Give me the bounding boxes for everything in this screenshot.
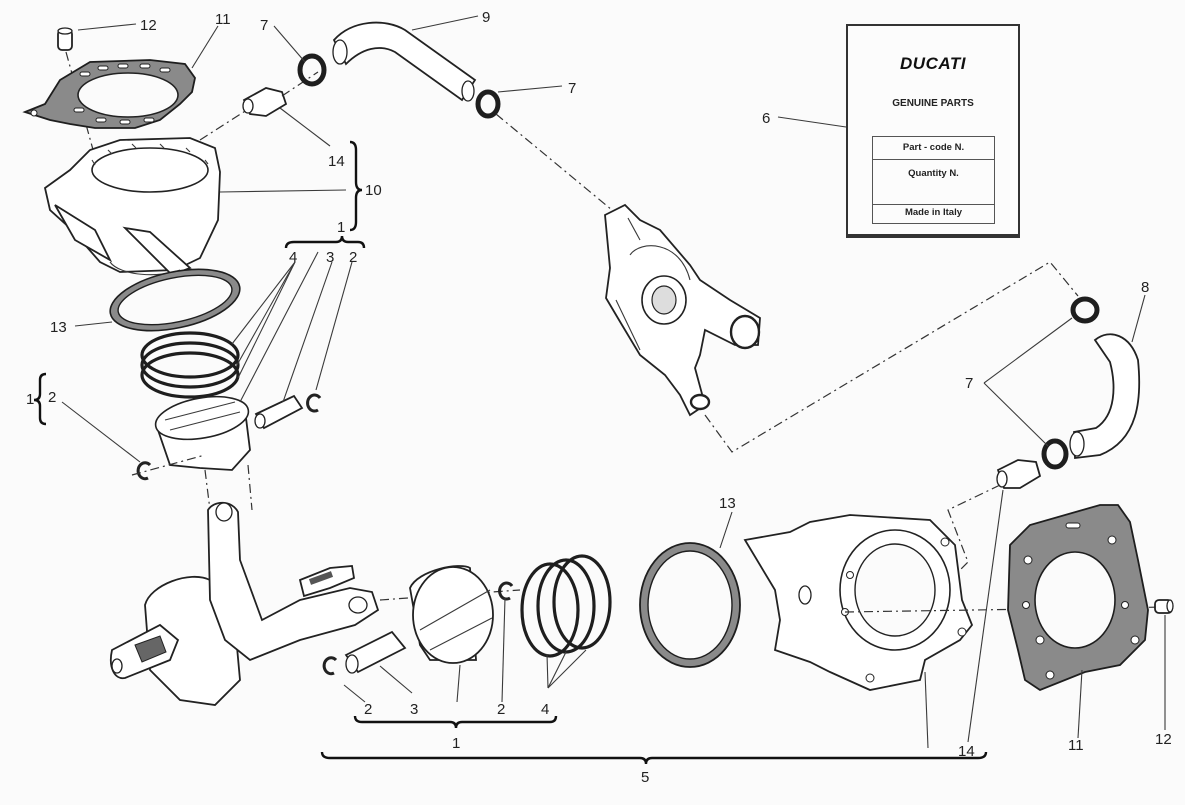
tag-field-origin: Made in Italy [904, 207, 962, 218]
water-pump [604, 203, 761, 417]
coolant-hose-9 [332, 21, 477, 102]
hose-clamp-right-top [1070, 296, 1100, 324]
callout-1-top: 1 [337, 219, 345, 236]
callout-4-bottom: 4 [541, 701, 549, 718]
piston-bottom [409, 565, 494, 664]
base-gasket-top [109, 268, 241, 332]
cylinder-bottom [743, 514, 974, 691]
circlip-bottom-left [322, 656, 338, 676]
tag-field-part-code: Part - code N. [873, 137, 994, 160]
callout-6: 6 [762, 110, 770, 127]
coolant-hose-8 [1069, 333, 1141, 460]
callout-11-bottom: 11 [1068, 737, 1084, 754]
circlip-top-left [136, 461, 152, 481]
callout-12-bottom: 12 [1155, 731, 1172, 748]
callout-11-top: 11 [215, 11, 231, 28]
circlip-top-right [306, 393, 322, 413]
callout-12-top: 12 [140, 17, 157, 34]
callout-7-top-right: 7 [568, 80, 576, 97]
callout-14-top: 14 [328, 153, 345, 170]
dowel-pin-top [57, 27, 73, 51]
callout-8: 8 [1141, 279, 1149, 296]
callout-1-bottom-group: 1 [452, 735, 460, 752]
brace-1-left [33, 372, 47, 426]
hose-clamp-right-bottom [1041, 438, 1069, 470]
callout-4-top: 4 [289, 249, 297, 266]
piston-pin-bottom [344, 630, 407, 674]
circlip-bottom-right [498, 581, 514, 601]
callout-7-top-left: 7 [260, 17, 268, 34]
callout-2-bottom-left: 2 [364, 701, 372, 718]
callout-14-bottom: 14 [958, 743, 975, 760]
callout-2-bottom-right: 2 [497, 701, 505, 718]
crankshaft-and-rods [110, 501, 380, 706]
tag-field-quantity: Quantity N. [873, 161, 994, 205]
callout-3-bottom: 3 [410, 701, 418, 718]
fitting-top [242, 87, 288, 117]
callout-1-left: 1 [26, 391, 34, 408]
brace-10 [349, 140, 363, 232]
base-gasket-bottom [639, 542, 741, 668]
callout-9: 9 [482, 9, 490, 26]
piston-top [154, 395, 251, 471]
hose-clamp-top-right [475, 89, 501, 119]
fitting-right [996, 459, 1042, 489]
callout-13-bottom: 13 [719, 495, 736, 512]
callout-13-left: 13 [50, 319, 67, 336]
callout-2-top: 2 [349, 249, 357, 266]
leader-lines [61, 15, 1166, 749]
tag-subtitle: GENUINE PARTS [892, 98, 974, 109]
cylinder-top [43, 137, 221, 277]
callout-7-right: 7 [965, 375, 973, 392]
piston-rings-top [140, 331, 240, 399]
piston-pin-top [254, 394, 304, 430]
tag-fields-box: Part - code N. Quantity N. Made in Italy [872, 136, 995, 224]
genuine-parts-tag: DUCATI GENUINE PARTS Part - code N. Quan… [846, 24, 1020, 236]
hose-clamp-top-left [297, 53, 327, 87]
piston-rings-bottom [520, 554, 612, 658]
brand-logo: DUCATI [900, 54, 966, 73]
callout-5: 5 [641, 769, 649, 786]
brace-1-top [284, 235, 366, 249]
dowel-pin-bottom [1154, 599, 1174, 614]
brace-5 [320, 751, 988, 765]
callout-3-top: 3 [326, 249, 334, 266]
head-gasket-bottom [1007, 504, 1149, 692]
brace-1-bottom [353, 715, 558, 729]
callout-2-left: 2 [48, 389, 56, 406]
head-gasket-top [22, 59, 196, 129]
callout-10: 10 [365, 182, 382, 199]
